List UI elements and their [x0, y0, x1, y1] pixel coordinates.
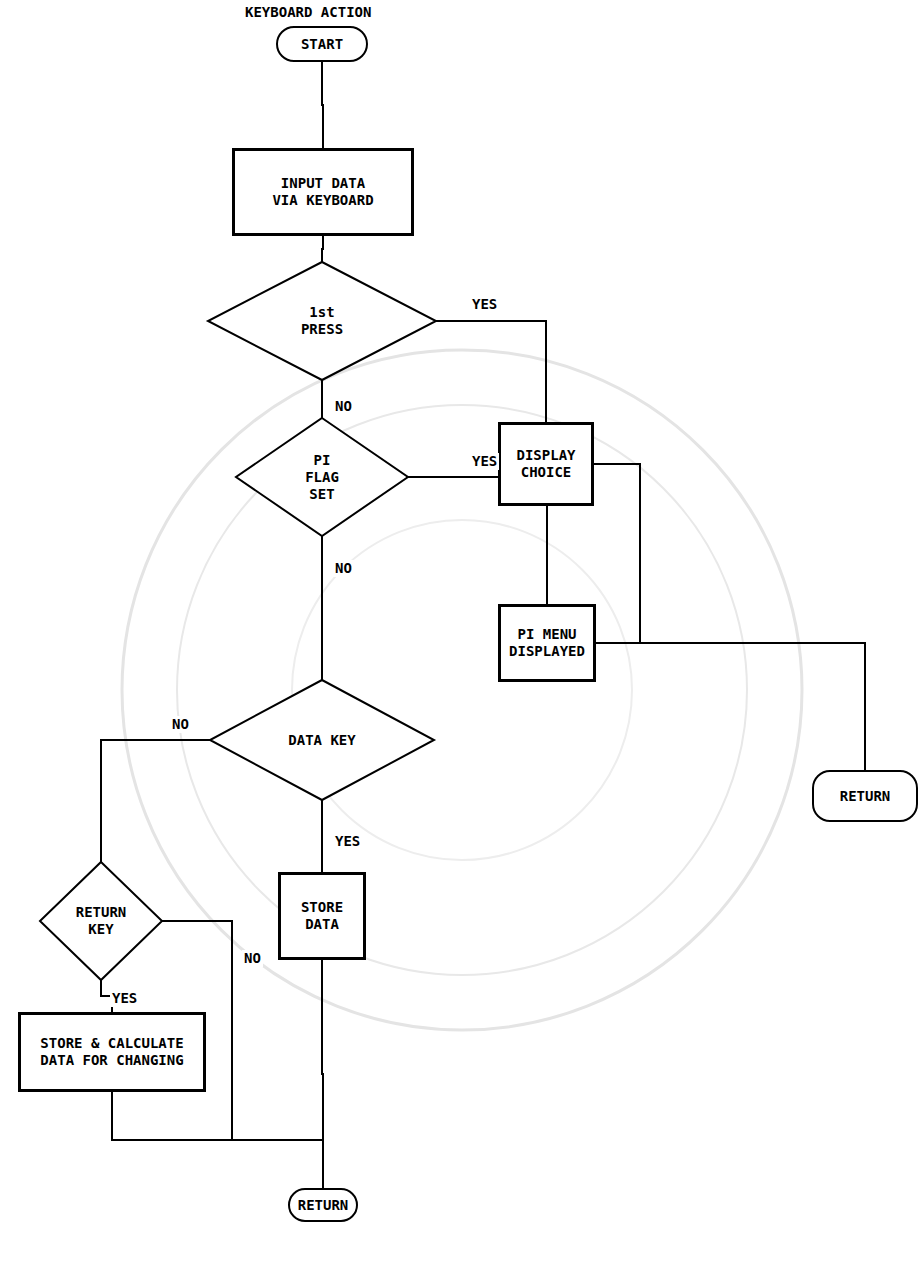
process-box: STORE & CALCULATE DATA FOR CHANGING: [18, 1012, 206, 1092]
node-text: PI MENU DISPLAYED: [509, 626, 585, 660]
node-text: 1st PRESS: [301, 304, 343, 338]
edge-label: YES: [470, 296, 499, 313]
text-group: RETURN: [298, 1197, 349, 1214]
flow-connector: [322, 236, 323, 262]
decision-diamond: 1st PRESS: [208, 262, 436, 380]
process-box: PI MENU DISPLAYED: [498, 604, 596, 682]
edge-label: YES: [333, 833, 362, 850]
diamond-outline: [208, 262, 436, 380]
decision-diamond: PI FLAG SET: [236, 418, 408, 536]
text-group: START: [301, 36, 343, 53]
flow-connector: [596, 643, 865, 770]
flow-connector: [322, 62, 323, 148]
flow-connector: [112, 1092, 323, 1188]
flow-connector: [101, 740, 210, 862]
flow-connector: [321, 380, 323, 418]
node-text: STORE & CALCULATE DATA FOR CHANGING: [40, 1035, 183, 1069]
flow-connector: [436, 321, 546, 422]
edge-label: NO: [333, 560, 354, 577]
edge-label: NO: [333, 398, 354, 415]
process-box: INPUT DATA VIA KEYBOARD: [232, 148, 414, 236]
node-text: INPUT DATA VIA KEYBOARD: [272, 175, 373, 209]
text-group: PI MENU DISPLAYED: [509, 626, 585, 660]
start-terminal: START: [276, 26, 368, 62]
node-text: RETURN: [298, 1197, 349, 1214]
edge-label: NO: [242, 950, 263, 967]
return-terminal: RETURN: [812, 770, 918, 822]
node-text: START: [301, 36, 343, 53]
node-text: DATA KEY: [288, 732, 355, 749]
text-group: INPUT DATA VIA KEYBOARD: [272, 175, 373, 209]
text-group: RETURN KEY: [76, 904, 127, 938]
return-terminal: RETURN: [288, 1188, 358, 1222]
node-text: DISPLAY CHOICE: [517, 447, 576, 481]
process-box: DISPLAY CHOICE: [498, 422, 594, 506]
decision-diamond: RETURN KEY: [40, 862, 162, 980]
edge-label: NO: [170, 716, 191, 733]
flow-connector: [322, 960, 323, 1188]
decision-diamond: DATA KEY: [210, 680, 434, 800]
text-group: STORE DATA: [301, 899, 343, 933]
text-group: RETURN: [840, 788, 891, 805]
node-text: RETURN KEY: [76, 904, 127, 938]
page-title: KEYBOARD ACTION: [245, 4, 371, 21]
flow-connector: [321, 800, 323, 872]
edge-label: YES: [110, 990, 139, 1007]
node-text: PI FLAG SET: [305, 452, 339, 503]
text-group: DATA KEY: [288, 732, 355, 749]
flow-connector: [321, 536, 323, 680]
text-group: 1st PRESS: [301, 304, 343, 338]
text-group: PI FLAG SET: [305, 452, 339, 503]
diamond-outline: [40, 862, 162, 980]
text-group: DISPLAY CHOICE: [517, 447, 576, 481]
edge-label: YES: [470, 453, 499, 470]
flow-connector: [594, 464, 865, 770]
node-text: RETURN: [840, 788, 891, 805]
text-group: STORE & CALCULATE DATA FOR CHANGING: [40, 1035, 183, 1069]
diamond-outline: [236, 418, 408, 536]
diamond-outline: [210, 680, 434, 800]
node-text: STORE DATA: [301, 899, 343, 933]
process-box: STORE DATA: [278, 872, 366, 960]
